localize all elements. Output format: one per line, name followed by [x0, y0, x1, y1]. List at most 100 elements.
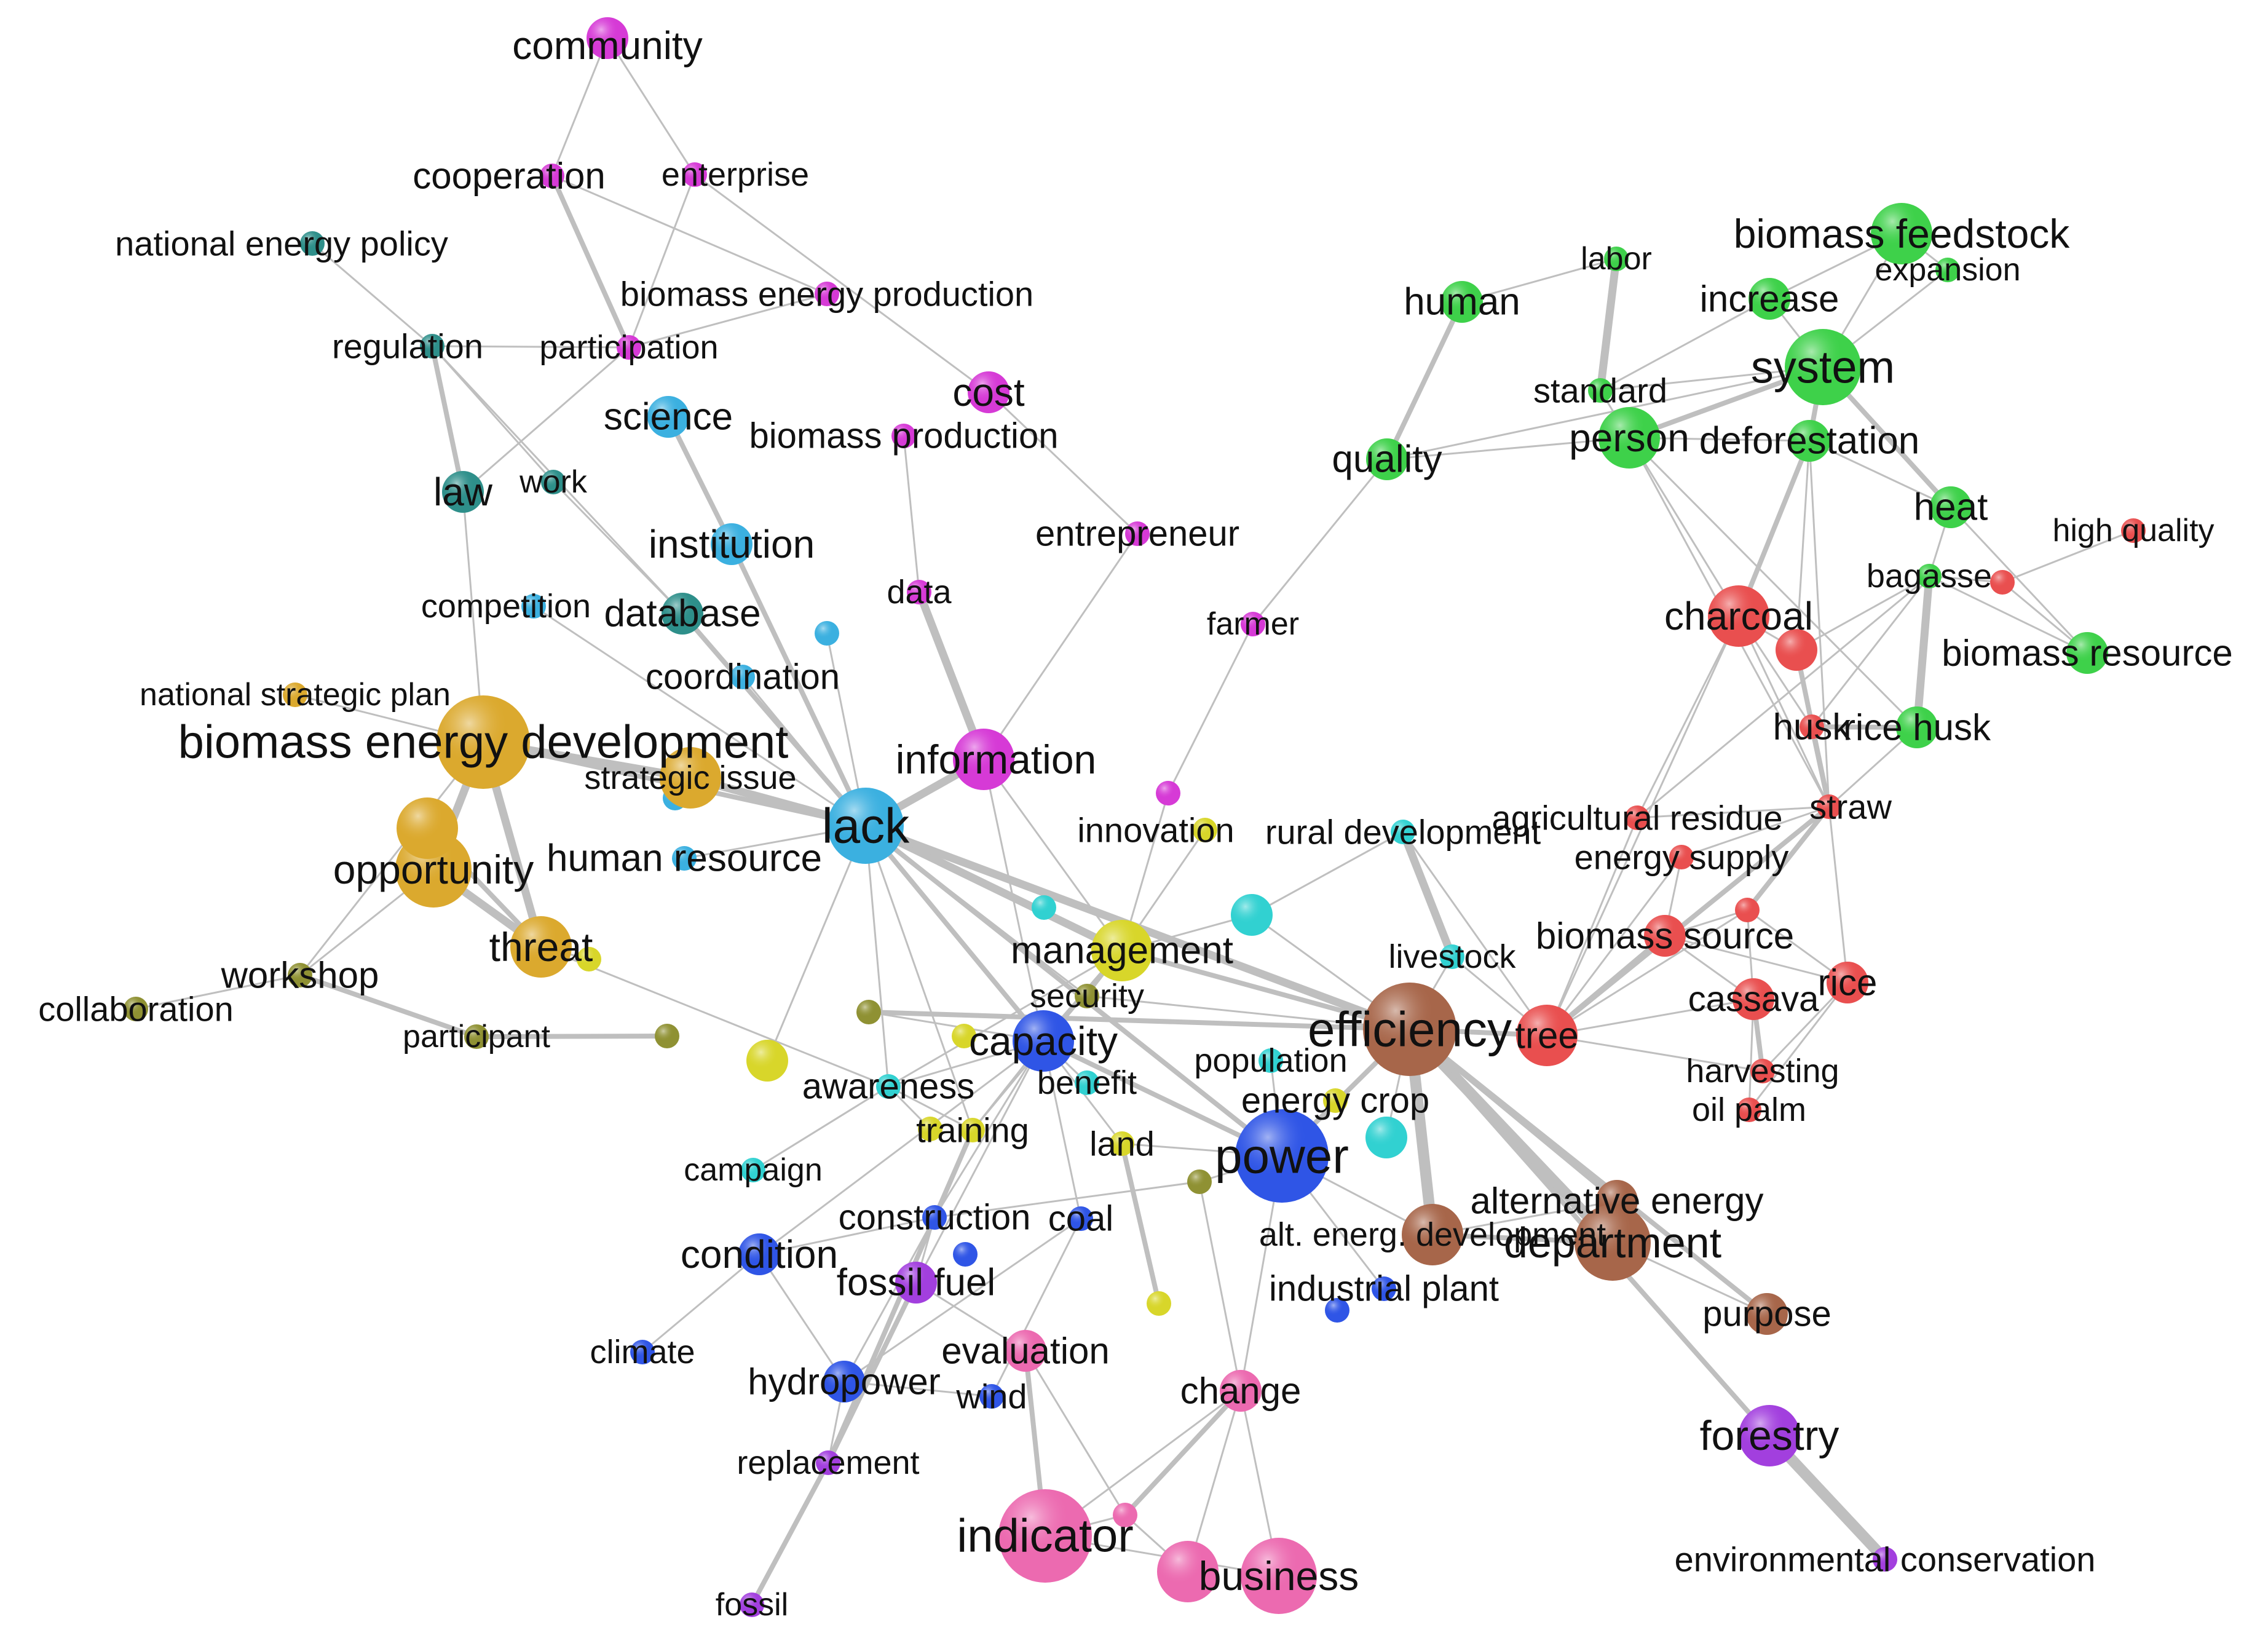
- label-collaboration: collaboration: [38, 990, 234, 1029]
- label-replacement: replacement: [737, 1444, 919, 1481]
- node-highlight-industrial-plant: [1372, 1276, 1396, 1301]
- edge-workshop-collaboration: [135, 974, 301, 1010]
- label-expansion: expansion: [1875, 252, 2020, 288]
- edge-construction-hydropower: [843, 1216, 936, 1383]
- edge-lack-capacity: [863, 823, 1046, 1043]
- node-highlight-quality: [1366, 438, 1408, 480]
- edge-evaluation-pink-unlabeled-1: [1024, 1350, 1126, 1516]
- edge-lack-management: [861, 821, 1126, 955]
- label-hydropower: hydropower: [748, 1361, 941, 1403]
- node-highlight-evaluation: [1005, 1330, 1046, 1372]
- node-highlight-efficiency: [1363, 983, 1456, 1076]
- node-highlight-cyan-unlabeled-2: [1365, 1117, 1407, 1158]
- node-highlight-person: [1598, 407, 1660, 469]
- edge-heat-biomass-resource: [1950, 506, 2088, 654]
- node-highlight-entrepreneur: [1125, 521, 1150, 546]
- label-change: change: [1180, 1371, 1302, 1412]
- edge-change-pink-unlabeled-2: [1187, 1390, 1242, 1573]
- label-cassava: cassava: [1688, 979, 1820, 1019]
- edge-participation-regulation: [431, 345, 630, 349]
- node-highlight-red-unlabeled-3: [1735, 898, 1760, 922]
- label-strategic-issue: strategic issue: [584, 759, 796, 796]
- label-opportunity: opportunity: [333, 847, 534, 892]
- node-highlight-law: [442, 471, 484, 513]
- edge-farmer-magenta-unlabeled: [1167, 623, 1254, 794]
- node-highlight-orange-unlabeled: [397, 797, 458, 859]
- node-highlight-yellow-unlabeled-1: [577, 947, 601, 971]
- node-highlight-high-quality: [2121, 518, 2146, 543]
- node-highlight-data: [907, 580, 931, 604]
- label-biomass-energy-production: biomass energy production: [620, 275, 1033, 314]
- edge-tree-red-unlabeled-3: [1546, 909, 1748, 1037]
- label-competition: competition: [421, 588, 591, 625]
- edge-efficiency-purpose: [1407, 1027, 1769, 1316]
- edge-cooperation-biomass-energy-production: [551, 175, 828, 295]
- node-highlight-system: [1785, 329, 1861, 405]
- node-highlight-red-unlabeled-1: [1776, 629, 1817, 671]
- edge-condition-hydropower: [758, 1253, 845, 1383]
- label-farmer: farmer: [1207, 606, 1299, 642]
- label-benefit: benefit: [1037, 1064, 1137, 1101]
- edge-standard-labor: [1596, 255, 1621, 395]
- node-highlight-wind: [979, 1384, 1004, 1409]
- label-cooperation: cooperation: [413, 156, 606, 197]
- node-highlight-population: [1258, 1048, 1283, 1073]
- edge-biomass-energy-production-participation: [628, 293, 828, 349]
- edge-coal-wind: [990, 1217, 1082, 1398]
- edge-replacement-fossil: [749, 1460, 831, 1607]
- label-participant: participant: [403, 1019, 550, 1054]
- node-highlight-awareness: [876, 1074, 901, 1099]
- node-highlight-climate: [630, 1340, 655, 1364]
- node-highlight-farmer: [1241, 612, 1265, 636]
- node-highlight-energy-crop: [1323, 1088, 1348, 1113]
- edge-hydropower-wind: [843, 1380, 993, 1398]
- edge-database-lack: [680, 611, 868, 828]
- node-highlight-business: [1241, 1538, 1317, 1614]
- label-enterprise: enterprise: [662, 156, 809, 193]
- label-alt-energ-development: alt. energ. development: [1259, 1216, 1606, 1253]
- edge-capacity-fossil-fuel: [915, 1040, 1045, 1284]
- label-population: population: [1194, 1042, 1347, 1079]
- label-biomass-energy-development: biomass energy development: [178, 716, 789, 769]
- edge-rice-oil-palm: [1748, 981, 1849, 1111]
- edge-olive-unlabeled-3-change: [1198, 1181, 1242, 1392]
- node-highlight-alt-energ-development: [1402, 1204, 1463, 1265]
- edge-management-efficiency: [1120, 948, 1412, 1032]
- label-biomass-resource: biomass resource: [1942, 633, 2233, 674]
- edge-lack-power: [863, 823, 1284, 1158]
- label-coal: coal: [1048, 1199, 1113, 1239]
- edge-bagasse-biomass-resource: [1928, 575, 2088, 654]
- label-environmental-conservation: environmental conservation: [1675, 1540, 2096, 1579]
- node-highlight-collaboration: [124, 997, 148, 1021]
- edge-red-unlabeled-2-high-quality: [2001, 529, 2135, 584]
- node-highlight-increase: [1748, 278, 1790, 320]
- node-highlight-enterprise: [682, 162, 707, 187]
- edge-labor-human: [1461, 258, 1618, 303]
- node-highlight-yellow-unlabeled-3: [918, 1117, 942, 1141]
- label-national-strategic-plan: national strategic plan: [140, 677, 451, 713]
- node-highlight-rice-husk: [1896, 706, 1938, 748]
- edge-rural-development-tree: [1402, 831, 1548, 1037]
- node-highlight-participant: [464, 1024, 489, 1049]
- edge-science-institution: [666, 414, 734, 547]
- label-heat: heat: [1914, 486, 1988, 529]
- label-campaign: campaign: [684, 1152, 822, 1188]
- edge-straw-energy-supply: [1680, 805, 1830, 858]
- edge-biomass-source-rice: [1664, 935, 1849, 984]
- node-highlight-livestock: [1440, 944, 1464, 969]
- node-highlight-biomass-resource: [2066, 632, 2108, 674]
- edge-bagasse-agricultural-residue: [1636, 575, 1930, 819]
- node-highlight-husk: [1800, 714, 1824, 739]
- label-climate: climate: [590, 1334, 695, 1371]
- node-highlight-purpose: [1746, 1293, 1788, 1335]
- node-highlight-heat: [1930, 486, 1972, 528]
- node-highlight-institution: [711, 523, 753, 565]
- node-highlight-energy-supply: [1669, 845, 1694, 869]
- label-capacity: capacity: [969, 1018, 1118, 1064]
- edge-human-quality: [1385, 299, 1464, 462]
- node-highlight-agricultural-residue: [1625, 805, 1650, 830]
- edge-straw-rice: [1828, 805, 1849, 984]
- node-highlight-charcoal: [1708, 585, 1769, 647]
- label-system: system: [1751, 342, 1895, 393]
- edge-person-rice-husk: [1628, 437, 1918, 729]
